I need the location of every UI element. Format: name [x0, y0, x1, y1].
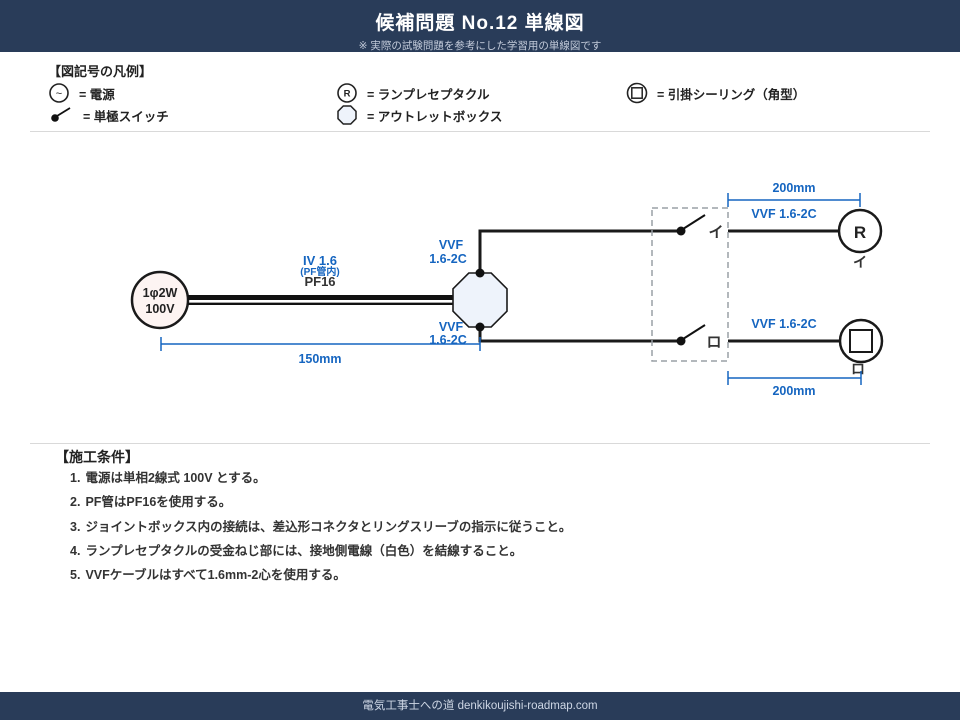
legend-item-switch: = 単極スイッチ: [48, 104, 169, 126]
outlet-box-icon: [337, 105, 357, 125]
condition-number: 3.: [70, 519, 81, 534]
switch-i-blade: [682, 214, 706, 230]
branch-cable-bottom-label: VVF 1.6-2C: [751, 317, 816, 331]
legend-divider: [30, 131, 930, 132]
condition-text: ランプレセプタクルの受金ねじ部には、接地側電線（白色）を結線すること。: [85, 543, 523, 558]
lamp-receptacle-symbol: [837, 208, 883, 254]
branch-cable-top-label: VVF 1.6-2C: [751, 207, 816, 221]
lamp-receptacle-icon: R: [337, 83, 357, 103]
dim-left-label: 150mm: [298, 352, 341, 366]
legend-title: 【図記号の凡例】: [48, 64, 153, 79]
ceiling-rose-square: [849, 329, 873, 353]
conditions-list: 1. 電源は単相2線式 100V とする。 2. PF管はPF16を使用する。 …: [70, 471, 890, 593]
power-source-label2: 100V: [145, 302, 175, 316]
page-title: 候補問題 No.12 単線図: [375, 13, 585, 34]
joint-cable-top-line1: VVF: [439, 238, 464, 252]
wire-top-branch: [478, 229, 677, 273]
legend-label-outletbox: = アウトレットボックス: [367, 109, 503, 124]
power-source-label1: 1φ2W: [143, 286, 178, 300]
junction-dot-top: [475, 268, 485, 278]
switch-icon: [51, 107, 71, 122]
conditions-title: 【施工条件】: [55, 449, 139, 465]
lamp-receptacle-tag: イ: [853, 254, 867, 270]
header-bar: 候補問題 No.12 単線図 ※ 実際の試験問題を参考にした学習用の単線図です: [0, 0, 960, 52]
joint-cable-top-line2: 1.6-2C: [429, 252, 467, 266]
dim-bottom-label: 200mm: [772, 384, 815, 398]
condition-text: 電源は単相2線式 100V とする。: [85, 471, 266, 485]
condition-item: 5. VVFケーブルはすべて1.6mm-2心を使用する。: [70, 568, 890, 583]
footer-bar: 電気工事士への道 denkikoujishi-roadmap.com: [0, 692, 960, 720]
legend-label-switch: = 単極スイッチ: [83, 109, 169, 124]
conduit-pipe-label: PF16: [304, 274, 335, 289]
condition-number: 4.: [70, 543, 81, 558]
condition-item: 2. PF管はPF16を使用する。: [70, 495, 890, 510]
condition-text: VVFケーブルはすべて1.6mm-2心を使用する。: [85, 568, 346, 582]
switch-ro-blade: [682, 324, 706, 340]
switch-i-label: イ: [708, 224, 723, 241]
conduit-wire-label: IV 1.6: [303, 253, 337, 268]
junction-dot-bottom: [475, 322, 485, 332]
condition-item: 1. 電源は単相2線式 100V とする。: [70, 471, 890, 486]
condition-number: 2.: [70, 495, 81, 510]
legend-item-outletbox: = アウトレットボックス: [336, 104, 502, 126]
switch-box-dashed-area: [651, 207, 729, 362]
wiring-diagram: 1φ2W 100V IV 1.6 (PF管内) PF16 イ R イ ロ: [130, 181, 884, 398]
joint-cable-bottom-line1: VVF: [439, 320, 464, 334]
outlet-box-symbol: [452, 272, 508, 328]
conditions-divider: [30, 443, 930, 444]
legend-item-power: ~ = 電源: [48, 82, 115, 104]
condition-number: 1.: [70, 471, 81, 485]
condition-number: 5.: [70, 568, 81, 582]
legend-label-ceiling: = 引掛シーリング（角型）: [657, 87, 806, 102]
legend-item-ceiling: = 引掛シーリング（角型）: [626, 82, 805, 104]
condition-text: PF管はPF16を使用する。: [85, 495, 232, 510]
condition-item: 4. ランプレセプタクルの受金ねじ部には、接地側電線（白色）を結線すること。: [70, 543, 890, 559]
ceiling-rose-icon: [626, 82, 648, 104]
power-source-icon: ~: [49, 83, 69, 103]
legend-item-receptacle: R = ランプレセプタクル: [336, 82, 490, 104]
ceiling-rose-tag: ロ: [851, 361, 865, 377]
legend-label-power: = 電源: [79, 87, 115, 102]
wire-bottom-branch: [478, 327, 677, 343]
svg-text:~: ~: [56, 88, 62, 100]
conduit-note-label: (PF管内): [300, 265, 339, 278]
dim-top-label: 200mm: [772, 181, 815, 195]
svg-text:R: R: [344, 89, 351, 100]
power-source-symbol: [130, 270, 190, 330]
joint-cable-bottom-line2: 1.6-2C: [429, 333, 467, 347]
lamp-receptacle-letter: R: [854, 223, 866, 242]
switch-ro-label: ロ: [706, 334, 721, 351]
condition-text: ジョイントボックス内の接続は、差込形コネクタとリングスリーブの指示に従うこと。: [85, 519, 572, 534]
footer-text: 電気工事士への道 denkikoujishi-roadmap.com: [362, 700, 598, 712]
page-subtitle: ※ 実際の試験問題を参考にした学習用の単線図です: [358, 40, 602, 52]
condition-item: 3. ジョイントボックス内の接続は、差込形コネクタとリングスリーブの指示に従うこ…: [70, 519, 890, 535]
legend-label-receptacle: = ランプレセプタクル: [367, 87, 490, 102]
